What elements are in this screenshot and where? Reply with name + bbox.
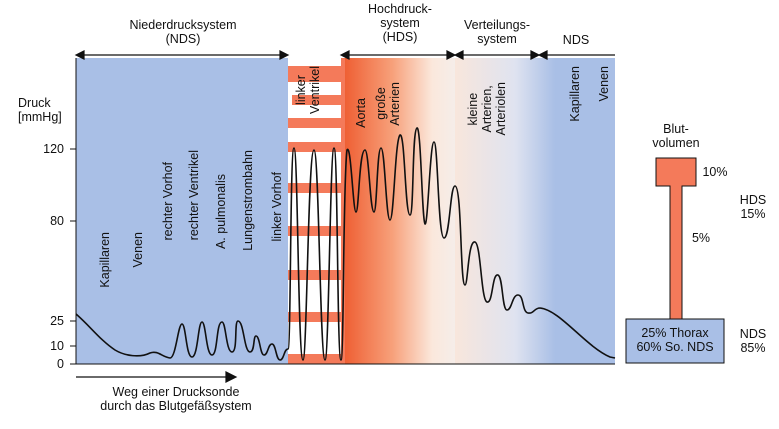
y-tick-25: 25 <box>50 314 64 328</box>
label-aorta: Aorta <box>354 98 368 128</box>
blood-volume-box-text: 25% Thorax 60% So. NDS <box>636 326 714 354</box>
blood-volume-nds-label: NDS 85% <box>739 327 767 355</box>
y-axis-label: Druck [mmHg] <box>18 96 62 124</box>
y-tick-80: 80 <box>50 214 64 228</box>
label-venen-right: Venen <box>597 66 611 102</box>
probe-caption: Weg einer Drucksonde durch das Blutgefäß… <box>100 385 252 413</box>
label-rechter-vorhof: rechter Vorhof <box>161 162 175 241</box>
section-nds-right-label: NDS <box>562 33 590 47</box>
pressure-curve <box>75 127 616 361</box>
section-hds-label: Hochdruck- system (HDS) <box>368 2 432 44</box>
label-linker-vorhof: linker Vorhof <box>270 172 284 242</box>
label-a-pulmonalis: A. pulmonalis <box>214 174 228 250</box>
label-venen: Venen <box>131 232 145 268</box>
blood-volume-hds-label: HDS 15% <box>739 193 767 221</box>
hds-region <box>341 58 455 364</box>
blood-volume-pct-top: 10% <box>702 165 728 179</box>
y-tick-120: 120 <box>43 142 64 156</box>
section-arrows <box>74 50 615 60</box>
label-grosse-arterien: große Arterien <box>374 82 402 126</box>
section-verteilung-label: Verteilungs- system <box>463 18 530 46</box>
y-tick-10: 10 <box>50 339 64 353</box>
blood-volume-box <box>625 318 725 364</box>
blood-volume-title: Blut- volumen <box>652 122 700 150</box>
label-kleine-arterien: kleine Arterien, Arteriolen <box>466 82 508 136</box>
label-linker-ventrikel: linker Ventrikel <box>294 66 322 114</box>
section-nds-label: Niederdrucksystem (NDS) <box>129 18 237 46</box>
label-rechter-ventrikel: rechter Ventrikel <box>187 150 201 241</box>
y-tick-0: 0 <box>57 357 64 371</box>
label-kapillaren-right: Kapillaren <box>568 66 582 122</box>
probe-arrow <box>76 371 238 383</box>
label-lungenstrombahn: Lungenstrombahn <box>241 150 255 251</box>
verteilung-region <box>455 58 555 364</box>
blood-volume-pct-mid: 5% <box>691 231 711 245</box>
nds-right-region <box>555 58 615 364</box>
label-kapillaren: Kapillaren <box>98 232 112 288</box>
nds-region <box>76 58 288 364</box>
y-ticks <box>70 148 76 365</box>
